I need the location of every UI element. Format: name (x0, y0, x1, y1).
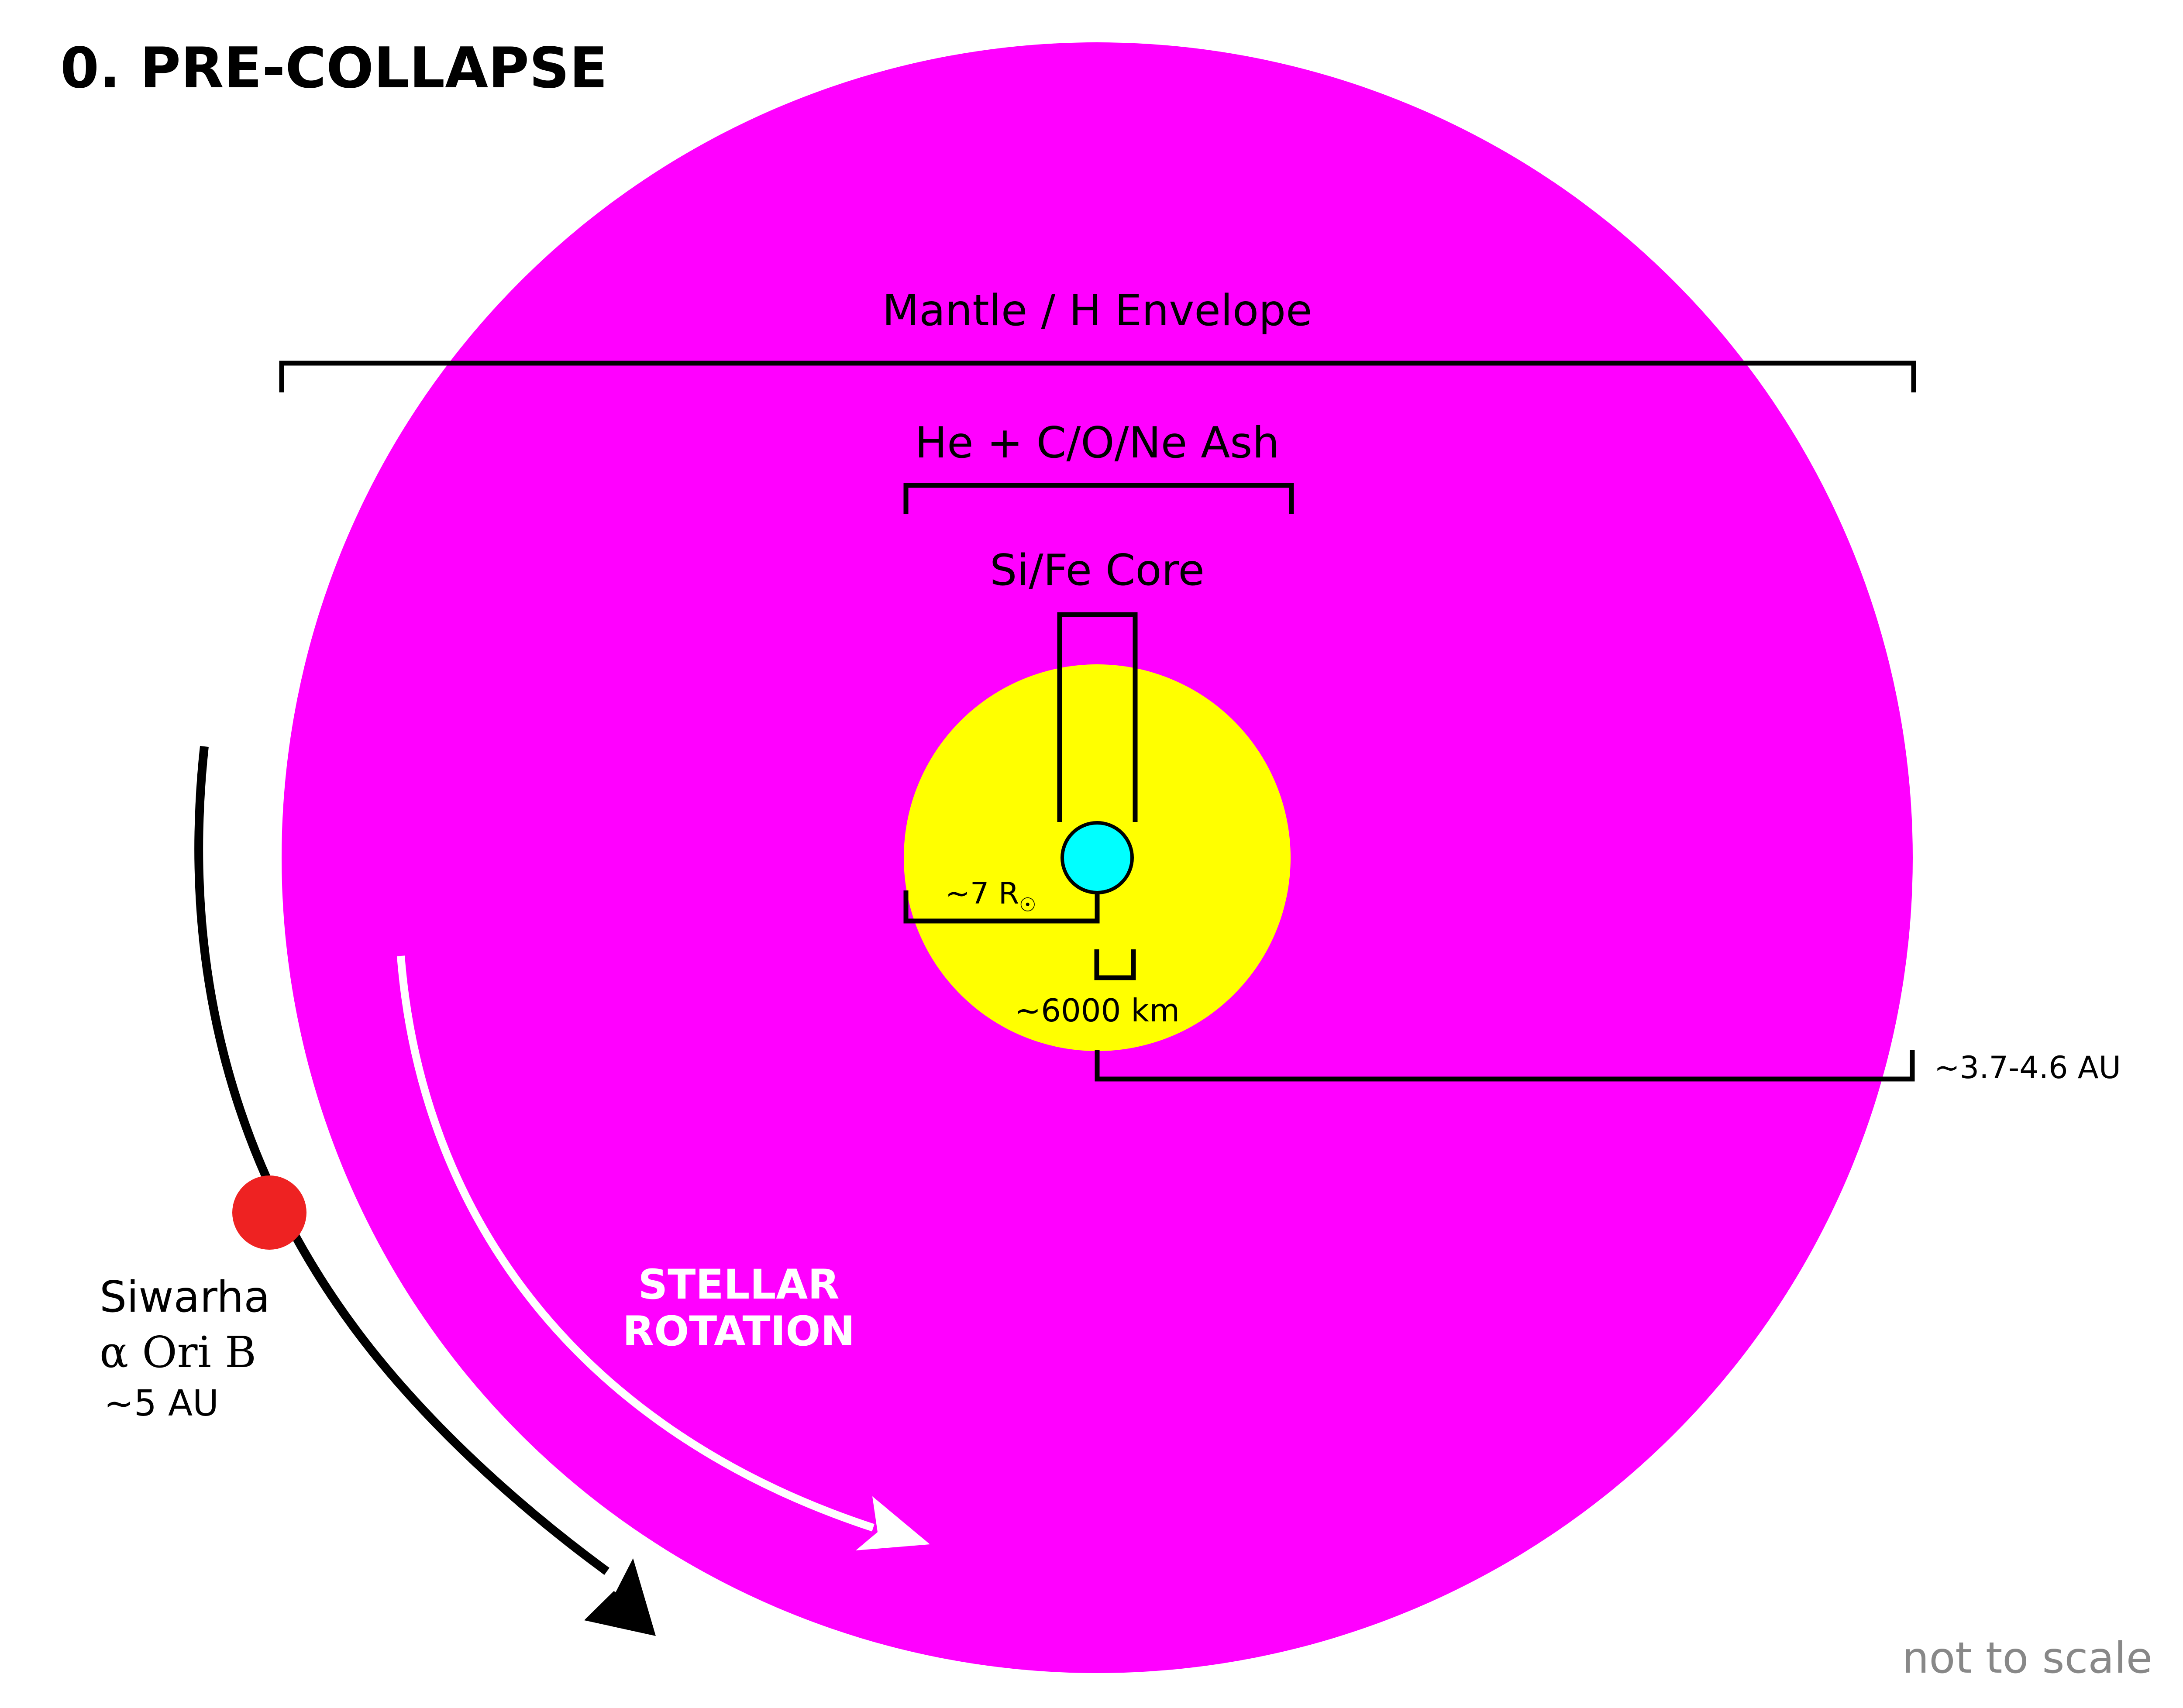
companion-designation: α Ori B (100, 1328, 256, 1378)
star-radius-label: ~3.7-4.6 AU (1934, 1050, 2121, 1086)
stellar-rotation-path (397, 955, 875, 1532)
mantle-label: Mantle / H Envelope (882, 286, 1312, 336)
si-fe-core (1061, 821, 1134, 894)
companion-distance: ~5 AU (104, 1383, 219, 1424)
ash-radius-value: ~7 R (945, 876, 1019, 911)
companion-orbit-arrowhead (584, 1558, 656, 1636)
scale-footnote: not to scale (1902, 1633, 2152, 1683)
star-radius-bracket (1095, 1050, 1915, 1082)
companion-orbit-path (194, 746, 609, 1575)
core-size-bracket (1094, 949, 1136, 980)
ash-bracket (903, 483, 1294, 514)
solar-radius-symbol: ☉ (1019, 894, 1036, 916)
companion-star (232, 1175, 306, 1250)
page-title: 0. PRE-COLLAPSE (60, 36, 608, 101)
core-bracket (1057, 612, 1138, 822)
companion-name: Siwarha (100, 1272, 270, 1322)
ash-radius-bracket (903, 890, 1100, 924)
core-label: Si/Fe Core (990, 546, 1205, 595)
stellar-rotation-arrowhead (856, 1496, 930, 1550)
core-size-label: ~6000 km (1015, 992, 1180, 1029)
ash-label: He + C/O/Ne Ash (915, 418, 1280, 468)
mantle-bracket (279, 361, 1916, 392)
ash-radius-label: ~7 R☉ (945, 876, 1036, 916)
rotation-label-line1: STELLAR (638, 1261, 840, 1309)
rotation-label-line2: ROTATION (623, 1308, 855, 1355)
